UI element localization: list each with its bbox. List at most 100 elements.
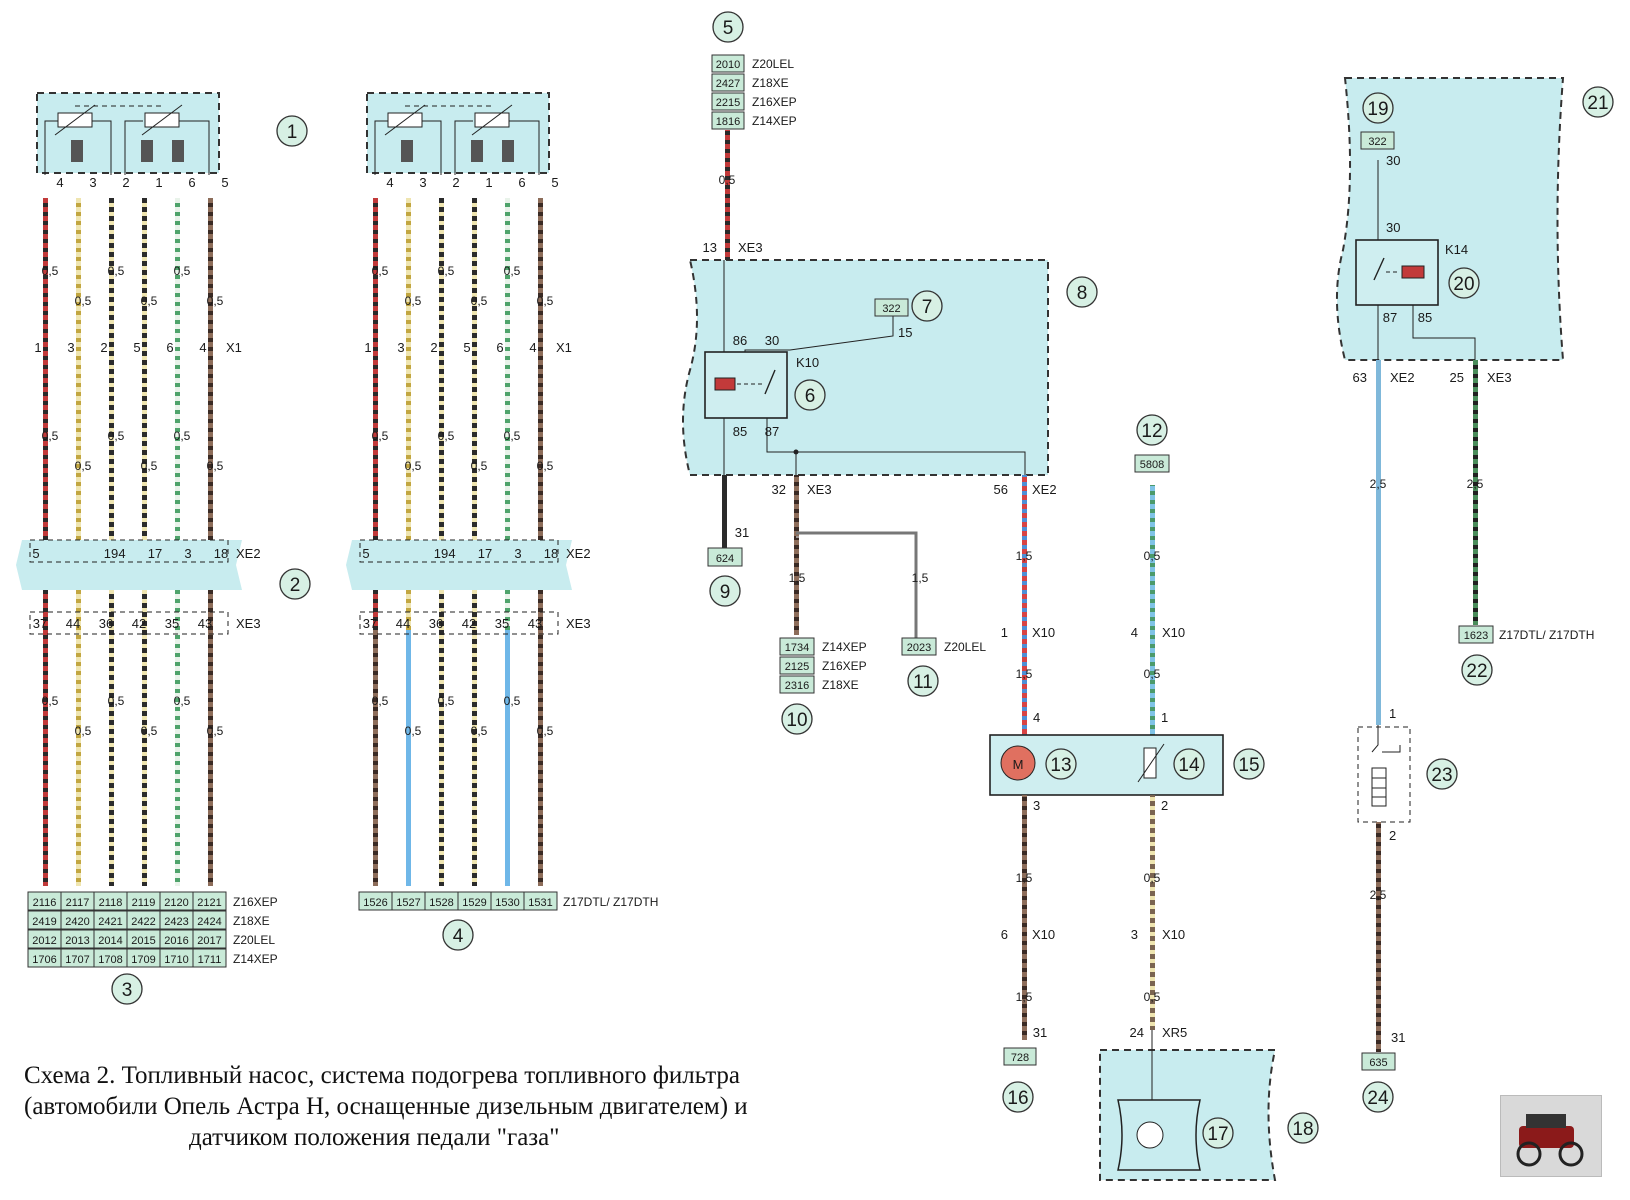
connector-code: 1711	[198, 954, 222, 966]
xe3-connector-label: XE3	[236, 616, 261, 631]
xe2-pin-label: 5	[362, 546, 369, 561]
wire-gauge-label: 1,5	[789, 571, 806, 585]
x1-pin-label: 2	[100, 340, 107, 355]
sensor-pin-label: 1	[155, 175, 162, 190]
xe2-pin-label: 4	[448, 546, 455, 561]
x1-pin-label: 4	[199, 340, 206, 355]
fuse-relay-box-8	[682, 259, 1049, 476]
pin-label: 31	[1391, 1030, 1405, 1045]
xe3-connector-label: XE3	[738, 240, 763, 255]
wire-gauge-label: 0,5	[141, 459, 158, 473]
connector-code: 2424	[197, 916, 221, 928]
wire-gauge-label: 0,5	[1144, 549, 1161, 563]
connector-code-box	[779, 637, 815, 656]
connector-code-box	[711, 73, 745, 92]
connector-code: 2013	[65, 935, 89, 947]
engine-label: Z17DTL/ Z17DTH	[563, 895, 658, 909]
connector-code: 1623	[1464, 630, 1488, 642]
callout-3: 3	[122, 980, 133, 1001]
caption-line-1: Схема 2. Топливный насос, система подогр…	[24, 1062, 741, 1089]
xe2-pin-label: 17	[478, 546, 492, 561]
wire-gauge-label: 0,5	[1144, 990, 1161, 1004]
wire-green-black	[1473, 360, 1478, 625]
callout-16-circle	[1002, 1081, 1034, 1113]
connector-code-box	[1458, 625, 1494, 644]
pin-label: 2	[1161, 798, 1168, 813]
pin-label: 15	[898, 325, 912, 340]
x10-connector-label: X10	[1162, 625, 1185, 640]
callout-7-circle	[911, 290, 943, 322]
ground-code: 635	[1369, 1057, 1387, 1069]
xe2-connector-label: XE2	[1032, 482, 1057, 497]
connector-code: 2014	[98, 935, 122, 947]
connector-code: 2017	[197, 935, 221, 947]
pin-label: 86	[733, 333, 747, 348]
connector-code: 2422	[131, 916, 155, 928]
connector-code: 2121	[197, 897, 221, 909]
sensor-pin-label: 3	[89, 175, 96, 190]
connector-code: 2427	[716, 78, 740, 90]
pin-label: 3	[1033, 798, 1040, 813]
fuse-code: 322	[1368, 136, 1386, 148]
xe2-pin-label: 3	[184, 546, 191, 561]
callout-4-circle	[442, 919, 474, 951]
engine-label: Z16XEP	[752, 95, 797, 109]
wire-gauge-label: 0,5	[719, 173, 736, 187]
wire-gauge-label: 0,5	[108, 694, 125, 708]
wire-gauge-label: 0,5	[372, 264, 389, 278]
engine-label: Z14XEP	[233, 952, 278, 966]
connector-code: 1710	[164, 954, 188, 966]
wire-gauge-label: 0,5	[141, 724, 158, 738]
callout-15-circle	[1233, 748, 1265, 780]
connector-code: 5808	[1140, 459, 1164, 471]
x1-pin-label: 1	[34, 340, 41, 355]
callout-9: 9	[720, 582, 731, 603]
pin-label: 30	[1386, 153, 1400, 168]
wire-gauge-label: 0,5	[141, 294, 158, 308]
wire-gauge-label: 0,5	[207, 294, 224, 308]
xe3-connector-label: XE3	[1487, 370, 1512, 385]
pin-label: 31	[735, 525, 749, 540]
xe2-pin-label: 19	[104, 546, 118, 561]
callout-14-circle	[1173, 748, 1205, 780]
vintage-car-logo	[1500, 1095, 1602, 1177]
xe3-pin-label: 36	[429, 616, 443, 631]
ground-code: 624	[716, 553, 734, 565]
callout-8-circle	[1066, 276, 1098, 308]
wire-gauge-label: 0,5	[108, 429, 125, 443]
wire-gauge-label: 1,5	[1016, 871, 1033, 885]
engine-label: Z20LEL	[752, 57, 794, 71]
connector-code-box	[711, 54, 745, 73]
pin-label: 2	[1389, 828, 1396, 843]
wire-gauge-label: 0,5	[1144, 871, 1161, 885]
engine-label: Z20LEL	[944, 640, 986, 654]
wire-to-motor	[1022, 475, 1027, 740]
engine-label: Z17DTL/ Z17DTH	[1499, 628, 1594, 642]
connector-code-box	[779, 656, 815, 675]
callout-16: 16	[1007, 1088, 1028, 1109]
x1-pin-label: 3	[67, 340, 74, 355]
engine-label: Z16XEP	[822, 659, 867, 673]
xe2-pin-label: 19	[434, 546, 448, 561]
connector-code: 2316	[785, 680, 809, 692]
xe3-pin-label: 42	[462, 616, 476, 631]
connector-code: 2420	[65, 916, 89, 928]
wire-gauge-label: 0,5	[537, 294, 554, 308]
connector-code: 1709	[131, 954, 155, 966]
connector-code: 2023	[907, 642, 931, 654]
connector-code: 2119	[132, 897, 156, 909]
callout-4: 4	[453, 926, 464, 947]
callout-20-circle	[1448, 267, 1480, 299]
callout-8: 8	[1077, 283, 1088, 304]
pin-label: 87	[765, 424, 779, 439]
wire-blue	[1376, 360, 1381, 725]
relay-label: K10	[796, 355, 819, 370]
callout-23: 23	[1431, 765, 1452, 786]
connector-code: 2421	[98, 916, 122, 928]
heater-resistor-icon	[1143, 747, 1157, 779]
pin-label: 85	[733, 424, 747, 439]
wire-gauge-label: 1,5	[1016, 667, 1033, 681]
